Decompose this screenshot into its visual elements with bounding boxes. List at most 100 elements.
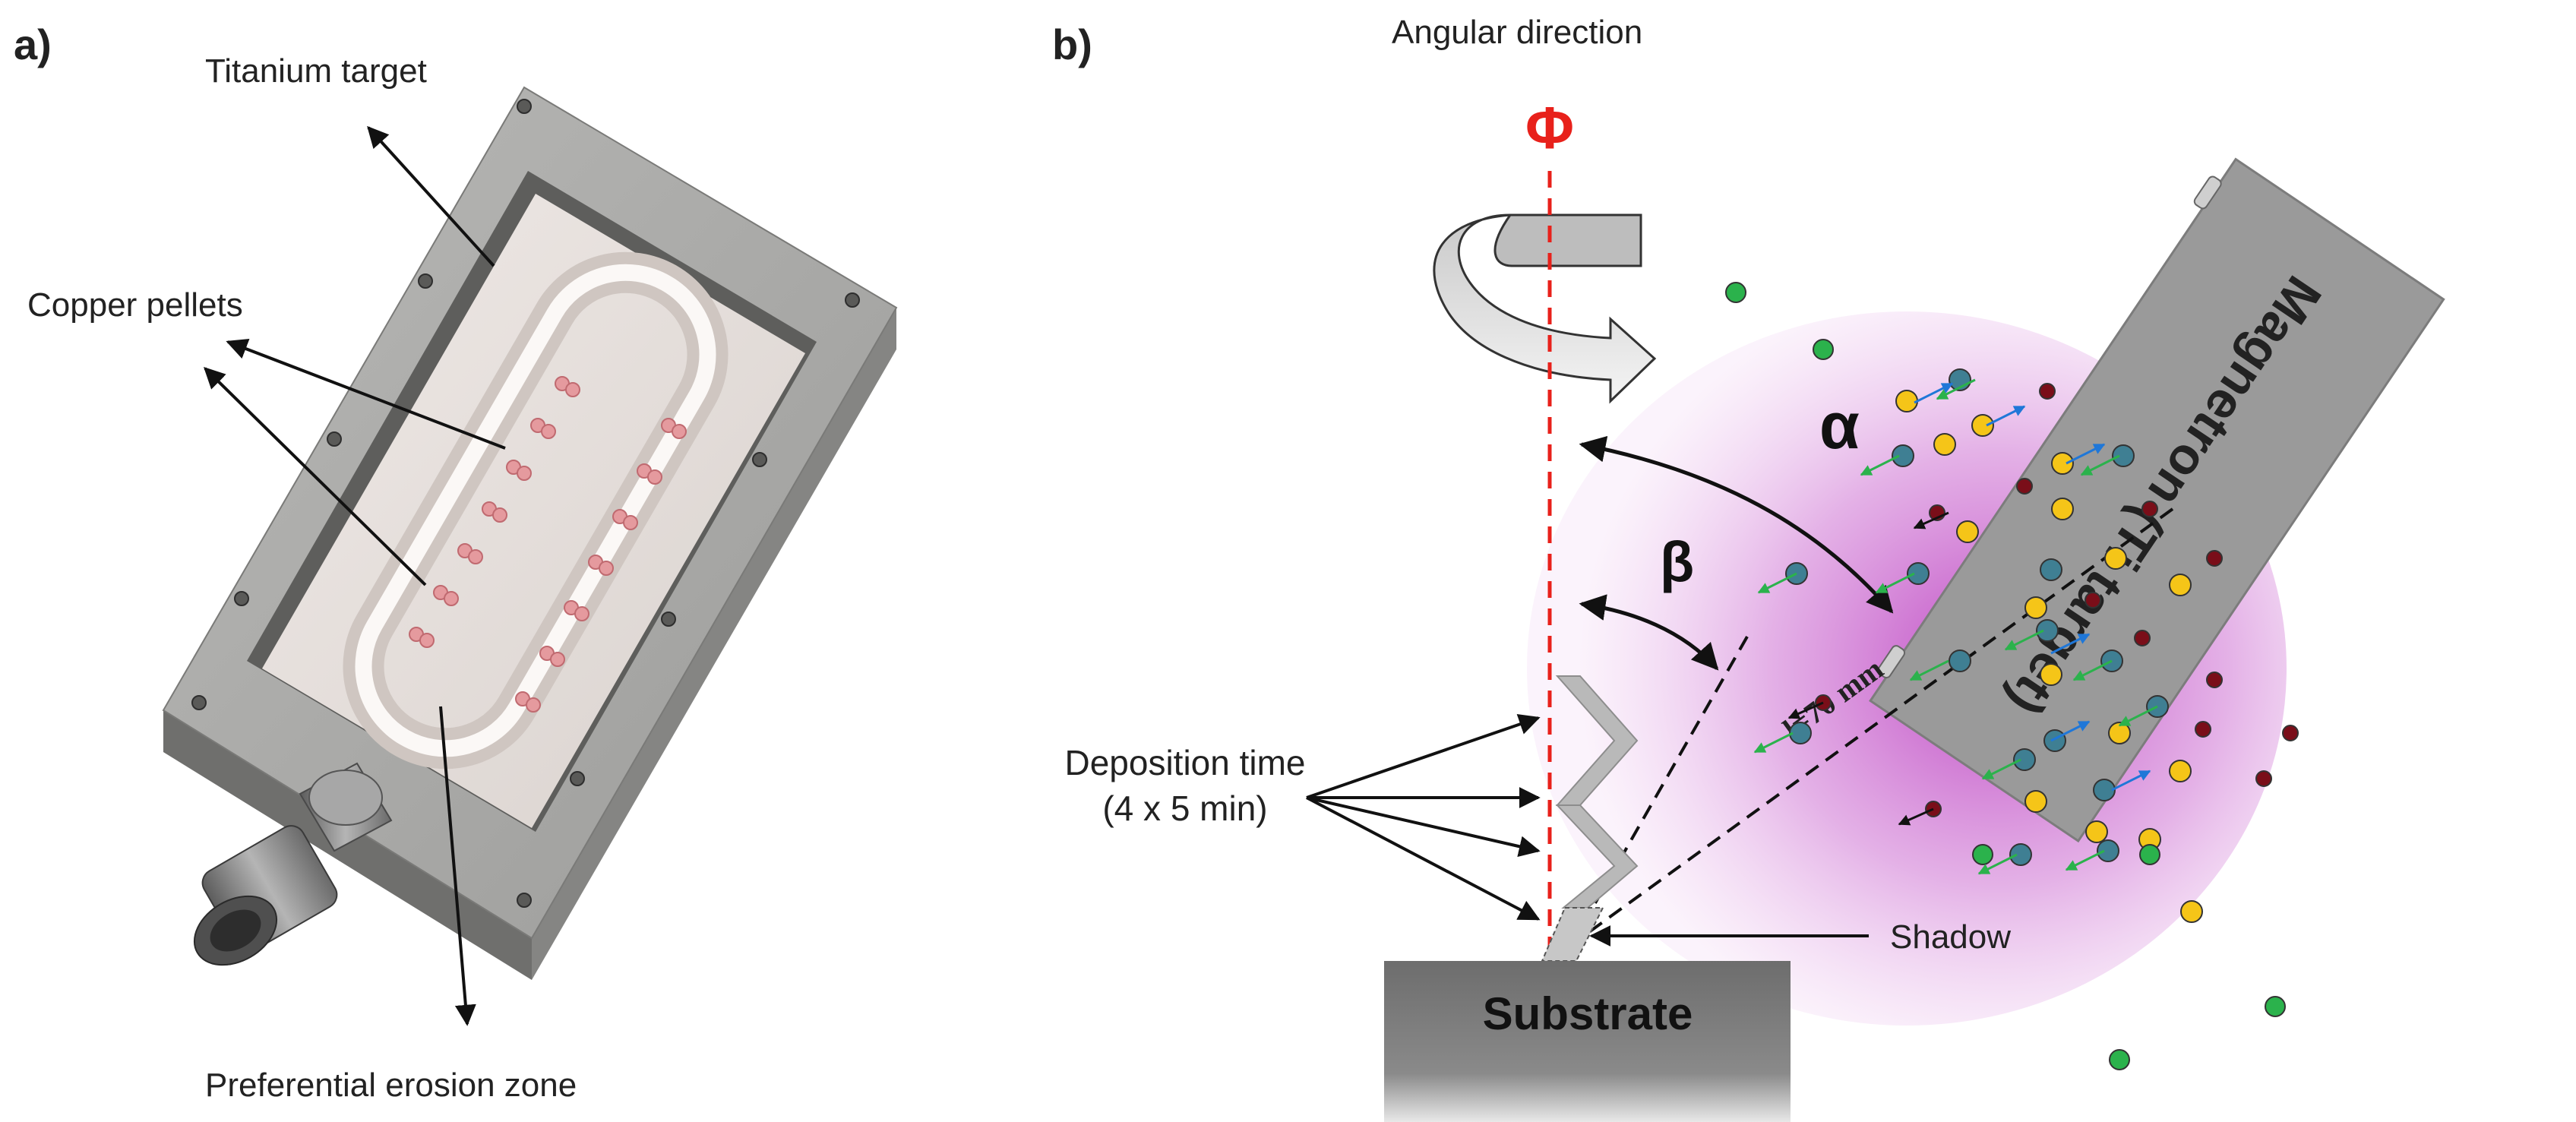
copper-pellets-label: Copper pellets: [27, 286, 243, 324]
beta-angle-arc: [1579, 594, 1719, 671]
erosion-racetrack: [343, 251, 729, 770]
neutral-particle: [1813, 339, 1834, 360]
ion-particle: [2085, 592, 2101, 608]
particle-velocity-arrow: [2118, 705, 2158, 727]
copper-pellet: [672, 424, 687, 439]
particle-velocity-arrow: [2080, 454, 2120, 476]
copper-pellet: [550, 652, 565, 667]
particle-velocity-arrow: [1986, 405, 2026, 427]
copper-pellet: [623, 515, 638, 530]
copper-pellets-pointer-upper: [226, 338, 506, 450]
screw: [845, 292, 860, 308]
titanium-particle: [2051, 452, 2074, 475]
particle-velocity-arrow: [1898, 808, 1934, 826]
copper-pellet: [517, 466, 532, 481]
frame-screws: [191, 99, 860, 908]
magnetron-fitting: [2193, 175, 2222, 210]
deposition-pointer-1: [1306, 713, 1541, 799]
particle-velocity-arrow: [2004, 629, 2044, 651]
rotation-arrow-icon: [1433, 213, 1657, 404]
titanium-particle: [2024, 790, 2047, 813]
neutral-particle: [1725, 282, 1746, 303]
alpha-symbol: α: [1819, 390, 1860, 463]
ion-particle: [2039, 383, 2056, 400]
titanium-particle: [2169, 574, 2192, 596]
titanium-particle: [2108, 722, 2131, 744]
shadow-region: [1541, 907, 1604, 962]
ion-particle: [2255, 770, 2272, 787]
particle-velocity-arrow: [1753, 732, 1794, 754]
particle-velocity-arrow: [2065, 849, 2105, 871]
deposition-pointer-4: [1306, 796, 1541, 921]
neutral-particle: [2265, 996, 2286, 1017]
particle-velocity-arrow: [1977, 853, 2018, 875]
titanium-particle: [1971, 414, 1994, 437]
copper-particle: [2013, 748, 2036, 771]
ion-particle: [2134, 630, 2151, 646]
particle-velocity-arrow: [1913, 511, 1949, 529]
copper-particle: [2112, 444, 2135, 467]
particle-velocity-arrow: [2050, 633, 2091, 655]
copper-particle: [1789, 722, 1812, 744]
neutral-particle: [2139, 844, 2160, 865]
ion-particle: [2016, 478, 2033, 495]
phi-symbol: Φ: [1525, 94, 1574, 161]
copper-particle: [2036, 619, 2059, 642]
particle-velocity-arrow: [2111, 770, 2151, 792]
screw: [517, 99, 532, 114]
copper-pellet: [419, 633, 435, 648]
deposition-time-label-line1: Deposition time: [1064, 743, 1305, 782]
copper-particle: [1907, 562, 1930, 585]
particle-velocity-arrow: [1860, 454, 1900, 476]
particle-velocity-arrow: [2066, 443, 2106, 465]
copper-particle: [2009, 843, 2032, 866]
screw: [327, 431, 342, 447]
copper-pellet-group: [409, 376, 687, 713]
titanium-target-label: Titanium target: [205, 52, 427, 90]
screw: [752, 452, 767, 467]
substrate-label: Substrate: [1483, 988, 1693, 1039]
screw: [234, 591, 249, 606]
water-connector: [193, 762, 393, 966]
copper-pellet: [444, 591, 459, 606]
copper-particle: [2040, 558, 2062, 581]
copper-pellet: [526, 697, 541, 713]
titanium-particle: [2180, 900, 2203, 923]
erosion-zone-label: Preferential erosion zone: [205, 1067, 577, 1104]
titanium-particle: [2169, 760, 2192, 782]
angular-direction-label: Angular direction: [1392, 14, 1642, 51]
titanium-particle: [2085, 820, 2108, 843]
titanium-particle: [1933, 433, 1956, 456]
shadow-label: Shadow: [1890, 918, 2011, 956]
particle-velocity-arrow: [1875, 572, 1915, 594]
particle-velocity-arrow: [1936, 378, 1976, 400]
titanium-particle: [1895, 390, 1918, 412]
screw: [661, 612, 676, 627]
copper-pellet: [574, 606, 589, 621]
copper-pellet: [492, 507, 507, 523]
deposition-pointer-3: [1306, 796, 1541, 858]
magnetron-target-assembly: [162, 86, 898, 980]
copper-particle: [1949, 649, 1971, 672]
titanium-particle: [2104, 547, 2127, 570]
copper-pellet: [647, 469, 662, 485]
neutral-particle: [2109, 1049, 2130, 1070]
titanium-target-plate: [262, 194, 805, 828]
panel-a-label: a): [14, 21, 52, 68]
titanium-particle: [2024, 596, 2047, 619]
particle-velocity-arrow: [1787, 701, 1824, 719]
particle-velocity-arrow: [1909, 659, 1949, 681]
copper-pellet: [565, 382, 580, 397]
copper-particle: [1892, 444, 1914, 467]
copper-pellet: [468, 549, 483, 564]
screw: [570, 771, 585, 786]
alpha-angle-arc: [1579, 435, 1894, 614]
copper-particle: [2093, 779, 2116, 801]
particle-velocity-arrow: [2050, 720, 2091, 742]
copper-pellet: [541, 424, 556, 439]
particle-velocity-arrow: [1981, 758, 2021, 780]
titanium-particle: [2051, 498, 2074, 520]
erosion-zone-pointer: [439, 706, 476, 1026]
particle-velocity-arrow: [1757, 572, 1797, 594]
